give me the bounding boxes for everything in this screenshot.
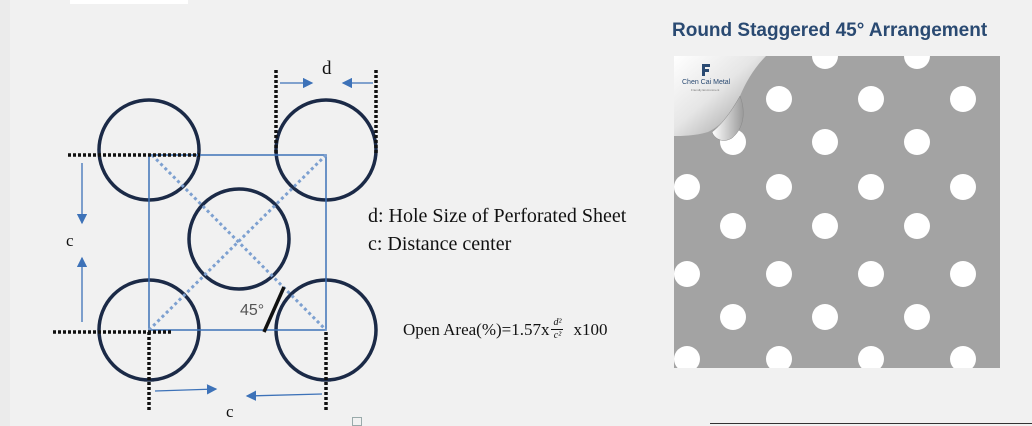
sheet-hole <box>950 86 976 112</box>
arrow-c-bottom-left <box>245 390 323 401</box>
sheet-hole <box>904 213 930 239</box>
sheet-hole <box>950 346 976 368</box>
bottom-rule <box>710 423 1032 424</box>
angle-marker-line <box>262 286 286 333</box>
sheet-hole <box>720 304 746 330</box>
hole-center <box>187 187 291 291</box>
page-title: Round Staggered 45° Arrangement <box>672 20 988 41</box>
sheet-hole <box>674 174 700 200</box>
formula-prefix: Open Area(%)=1.57x <box>403 319 550 339</box>
sheet-hole <box>904 56 930 69</box>
sheet-hole <box>812 129 838 155</box>
sheet-hole <box>766 86 792 112</box>
sheet-hole <box>674 346 700 368</box>
description-d: d: Hole Size of Perforated Sheet <box>368 205 627 227</box>
sheet-hole <box>904 129 930 155</box>
perforated-sheet-image <box>674 56 1000 368</box>
arrow-c-bottom-right <box>154 384 218 395</box>
label-c-horizontal: c <box>226 402 234 421</box>
label-d: d <box>322 58 332 79</box>
sheet-curl <box>674 56 766 136</box>
perforation-diagram <box>53 70 378 412</box>
description-c: c: Distance center <box>368 233 512 255</box>
sheet-hole <box>858 261 884 287</box>
sheet-hole <box>766 346 792 368</box>
pitch-square <box>148 154 327 331</box>
formula-suffix: x100 <box>573 319 608 339</box>
sheet-hole <box>812 304 838 330</box>
header-tab <box>70 0 188 4</box>
sheet-hole <box>674 261 700 287</box>
diagonal-tl-br <box>150 153 328 332</box>
angle-label: 45° <box>240 302 265 319</box>
page-margin <box>0 0 10 426</box>
sheet-hole <box>812 56 838 69</box>
open-area-formula: Open Area(%)=1.57x d² c² x100 <box>403 318 607 341</box>
label-c-vertical: c <box>66 231 74 250</box>
formula-denominator: c² <box>553 330 562 341</box>
sheet-hole <box>812 213 838 239</box>
formula-fraction: d² c² <box>551 317 564 341</box>
formula-numerator: d² <box>553 317 562 328</box>
sheet-hole <box>766 261 792 287</box>
sheet-hole <box>858 346 884 368</box>
logo-mark-icon <box>702 64 710 76</box>
sheet-hole <box>766 174 792 200</box>
fraction-bar <box>551 329 564 330</box>
sheet-hole <box>858 174 884 200</box>
sheet-hole <box>720 213 746 239</box>
logo-slogan: Friendly Environment <box>691 88 720 92</box>
sheet-hole <box>950 174 976 200</box>
logo-name: Chen Cai Metal <box>682 79 731 86</box>
sheet-hole <box>858 86 884 112</box>
sheet-hole <box>904 304 930 330</box>
document-anchor-icon[interactable] <box>352 417 362 426</box>
sheet-hole <box>950 261 976 287</box>
sheet-curl-edge <box>711 95 744 141</box>
